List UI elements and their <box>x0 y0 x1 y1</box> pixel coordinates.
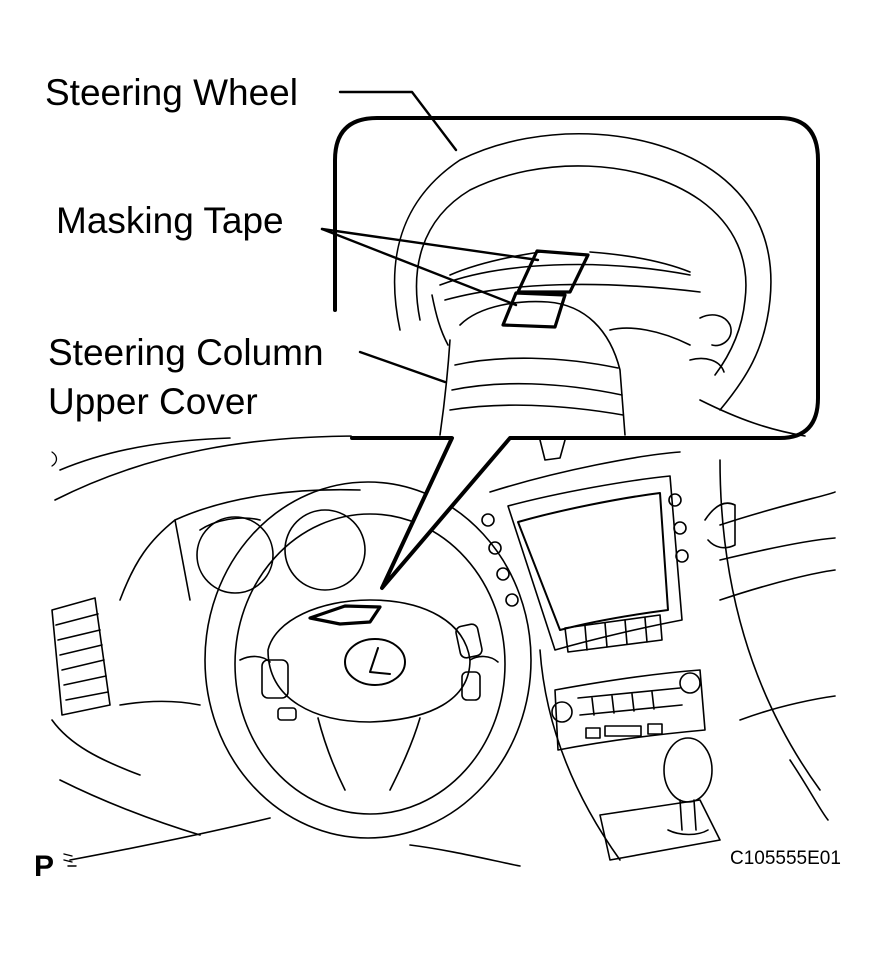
gauge-right <box>284 509 366 591</box>
leader-lines <box>320 90 540 384</box>
leader-steering-wheel <box>338 90 458 152</box>
corner-arrow-icon <box>63 853 77 867</box>
center-console <box>481 439 821 861</box>
label-steering-column-upper-cover-line1: Steering Column <box>48 332 324 373</box>
masking-tape-lower <box>501 291 567 329</box>
label-steering-wheel: Steering Wheel <box>45 72 298 113</box>
zoomed-steering-wheel <box>393 132 806 437</box>
steering-wheel-drawing <box>204 481 532 839</box>
callout-bubble <box>333 116 820 590</box>
left-air-vent <box>51 597 111 716</box>
navigation-display <box>517 492 669 631</box>
label-masking-tape: Masking Tape <box>56 200 284 241</box>
shift-lever <box>599 737 721 861</box>
masking-tape-upper <box>516 249 590 294</box>
column-upper-cover <box>459 300 626 436</box>
figure-code: C105555E01 <box>730 848 841 869</box>
label-steering-column-upper-cover-line2: Upper Cover <box>48 381 258 422</box>
zoom-callout <box>333 116 820 590</box>
leader-column-cover <box>358 350 447 384</box>
gauge-left <box>196 516 274 594</box>
small-mark <box>51 451 58 467</box>
corner-mark: P <box>34 850 55 883</box>
steering-wheel-logo-icon <box>344 638 406 686</box>
dashboard-scene <box>51 435 836 867</box>
airbag-pad <box>267 599 471 723</box>
leader-masking-tape-b <box>320 227 518 307</box>
leader-masking-tape-a <box>320 227 540 262</box>
instrument-cluster <box>119 488 366 601</box>
masking-tape-hub <box>308 604 382 626</box>
